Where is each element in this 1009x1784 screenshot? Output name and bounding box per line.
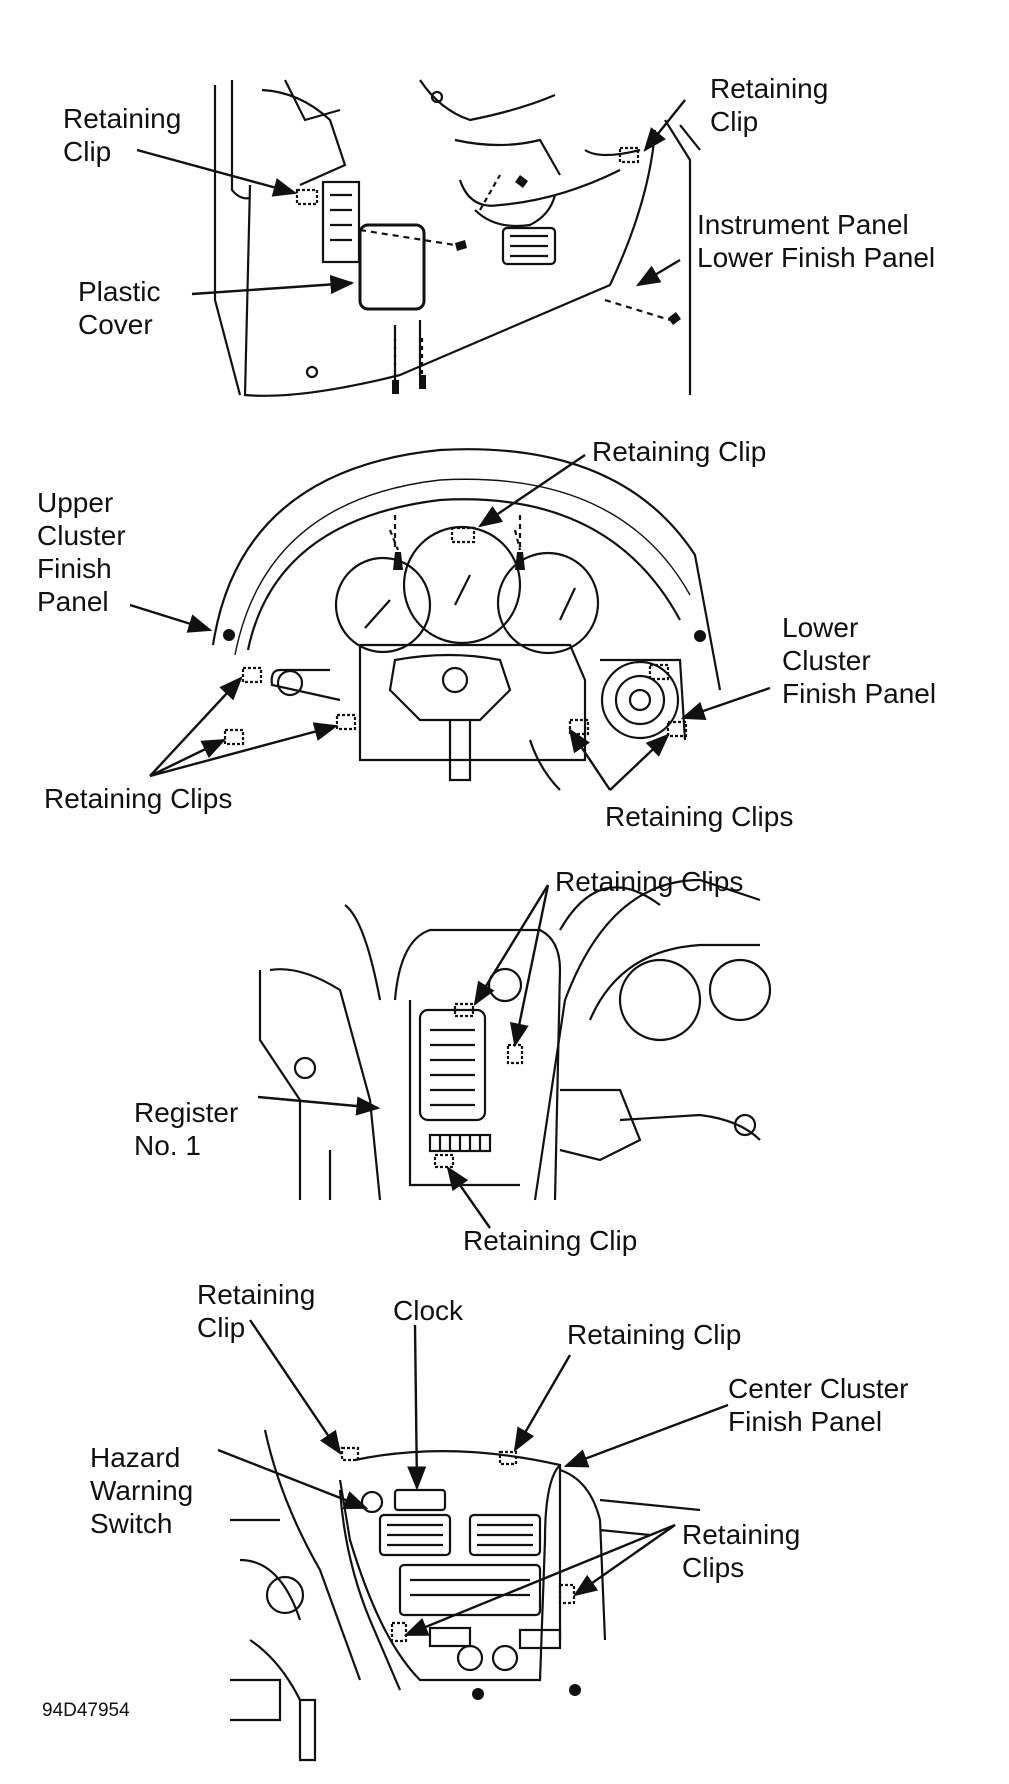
panel2-screws	[223, 552, 706, 642]
p3-register-no1-label: Register No. 1	[134, 1097, 239, 1161]
leader-arrows	[129, 99, 771, 1637]
p2-upper-cluster-label: Upper Cluster Finish Panel	[37, 487, 126, 617]
figure-code: 94D47954	[42, 1700, 130, 1721]
p4-retaining-clip-right-label: Retaining Clip	[567, 1319, 742, 1350]
panel1-screws	[392, 175, 681, 394]
p3-retaining-clips-top-label: Retaining Clips	[555, 866, 744, 897]
p1-retaining-clip-left-label: Retaining Clip	[63, 103, 182, 167]
p1-retaining-clip-right-label: Retaining Clip	[710, 73, 829, 137]
panel1-drawing	[213, 79, 701, 397]
panel4-drawing	[230, 1429, 701, 1762]
p4-clock-label: Clock	[393, 1295, 464, 1326]
p4-center-cluster-label: Center Cluster Finish Panel	[728, 1373, 909, 1437]
p2-lower-cluster-label: Lower Cluster Finish Panel	[782, 612, 937, 709]
p4-retaining-clip-left-label: Retaining Clip	[197, 1279, 316, 1343]
panel4-screws	[472, 1684, 581, 1700]
p1-instrument-panel-lower-label: Instrument Panel Lower Finish Panel	[697, 209, 936, 273]
panel2-drawing	[211, 448, 722, 791]
panel3-drawing	[258, 878, 772, 1201]
p3-retaining-clip-bottom-label: Retaining Clip	[463, 1225, 638, 1256]
p2-retaining-clips-right-label: Retaining Clips	[605, 801, 794, 832]
p4-retaining-clips-label: Retaining Clips	[682, 1519, 801, 1583]
p2-retaining-clip-top-label: Retaining Clip	[592, 436, 767, 467]
p2-retaining-clips-left-label: Retaining Clips	[44, 783, 233, 814]
p4-hazard-switch-label: Hazard Warning Switch	[90, 1442, 194, 1539]
p1-plastic-cover-label: Plastic Cover	[78, 276, 161, 340]
